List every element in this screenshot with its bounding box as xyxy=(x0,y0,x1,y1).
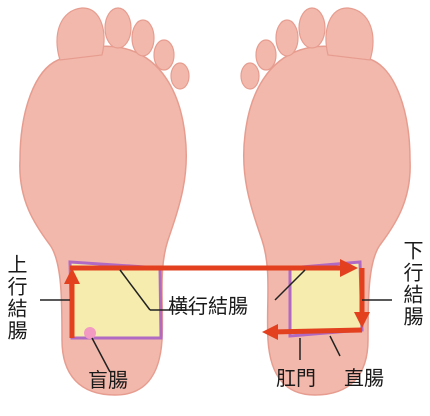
left-foot xyxy=(20,8,189,395)
cecum-dot xyxy=(84,327,96,339)
right-toe-4 xyxy=(256,40,276,70)
label-descending-colon: 下行結腸 xyxy=(402,240,422,328)
right-foot xyxy=(241,8,410,395)
left-colon-zone xyxy=(70,262,161,338)
label-ascending-colon: 上行結腸 xyxy=(6,254,26,342)
right-toe-5 xyxy=(241,63,259,89)
label-transverse-colon: 横行結腸 xyxy=(168,296,248,316)
label-rectum: 直腸 xyxy=(344,368,384,388)
left-toe-4 xyxy=(154,40,174,70)
left-foot-sole xyxy=(20,46,186,395)
left-toe-3 xyxy=(132,20,154,56)
label-cecum: 盲腸 xyxy=(88,370,128,390)
left-toe-5 xyxy=(171,63,189,89)
right-toe-3 xyxy=(276,20,298,56)
right-colon-zone xyxy=(290,262,362,336)
left-toe-2 xyxy=(105,8,131,48)
right-toe-2 xyxy=(299,8,325,48)
left-big-toe xyxy=(57,8,104,60)
right-big-toe xyxy=(326,8,373,60)
label-anus: 肛門 xyxy=(276,368,316,388)
right-foot-sole xyxy=(244,46,410,395)
